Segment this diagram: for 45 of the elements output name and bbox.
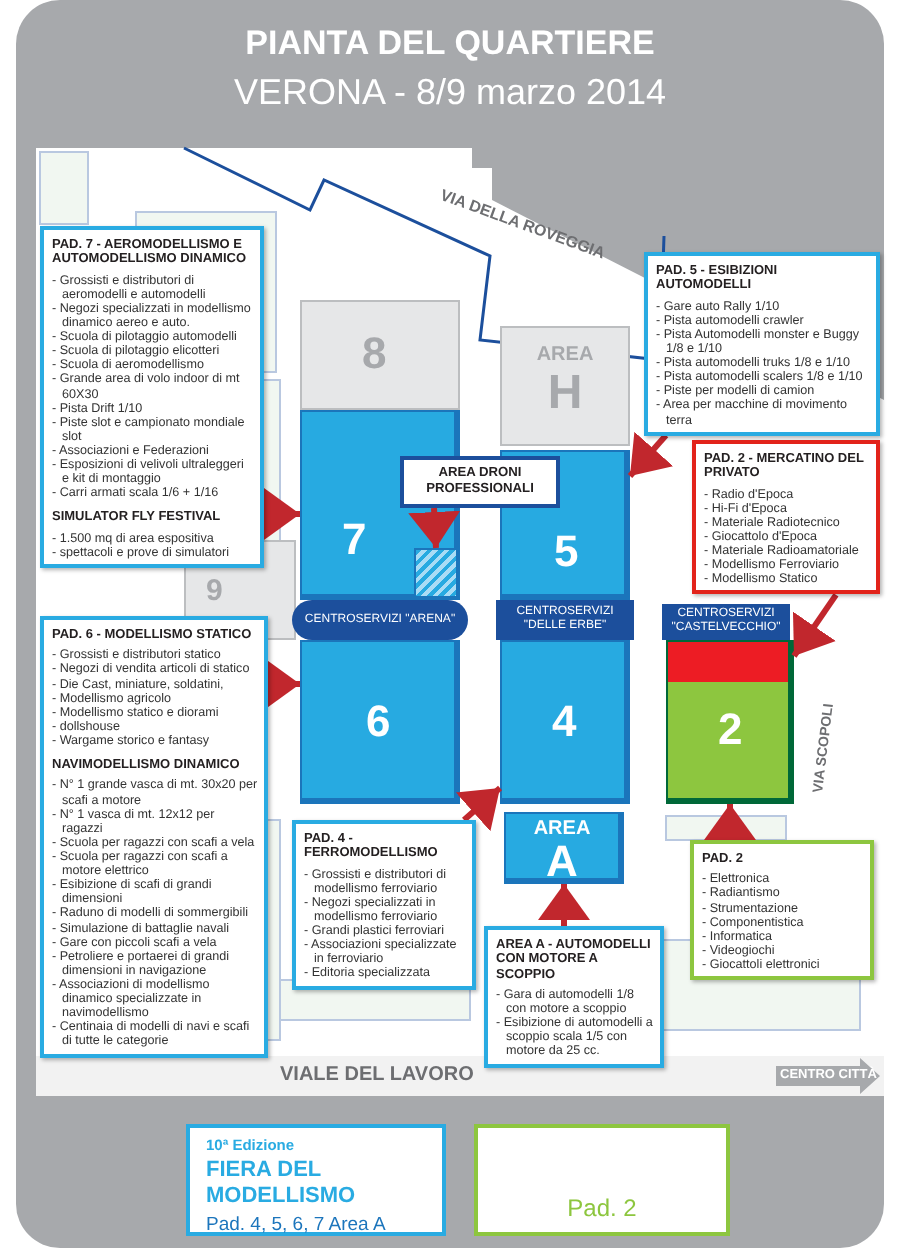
hall-number: 6	[366, 698, 391, 746]
hall-list: Pad. 2	[567, 1194, 637, 1222]
pointer-arrow	[627, 431, 674, 478]
callout-box	[40, 226, 264, 568]
hall-block	[300, 640, 460, 804]
pointer-arrow	[408, 507, 461, 549]
info-box	[186, 1124, 446, 1236]
pointer-arrow	[704, 804, 756, 840]
info-box	[474, 1124, 730, 1236]
area-block	[500, 326, 630, 446]
callout-box	[484, 926, 664, 1068]
hall-number: 9	[206, 574, 223, 608]
pointer-arrow	[455, 785, 502, 832]
subtitle: VERONA - 8/9 marzo 2014	[231, 72, 669, 114]
hall-number: 7	[342, 516, 367, 564]
area-letter: H	[545, 368, 585, 420]
service-band	[292, 600, 468, 640]
hall-number: 5	[554, 528, 579, 576]
callout-box	[644, 252, 880, 436]
hall-block	[666, 640, 794, 804]
hall-number: 8	[362, 330, 387, 378]
hall-number: 4	[552, 698, 577, 746]
street-name: VIALE DEL LAVORO	[280, 1064, 474, 1086]
service-band	[496, 600, 634, 640]
service-band	[662, 604, 790, 640]
event-name: FIERA DEL MODELLISMO	[206, 1158, 358, 1210]
hall-number: 2	[718, 706, 743, 754]
label-box	[400, 456, 560, 508]
pointer-arrow	[538, 884, 590, 926]
hall-list: Pad. 4, 5, 6, 7 Area A	[206, 1214, 426, 1236]
callout-box	[40, 616, 268, 1058]
pointer-arrow	[264, 658, 300, 710]
hatched-area	[414, 548, 458, 598]
callout-box	[292, 820, 476, 990]
callout-box	[692, 440, 880, 595]
area-label: AREA	[534, 344, 596, 368]
callout-box	[690, 840, 874, 981]
pointer-arrow	[791, 593, 839, 658]
hall-block	[300, 300, 460, 410]
title: PIANTA DEL QUARTIERE	[243, 24, 657, 64]
hall-block	[500, 640, 630, 804]
area-label: AREA	[531, 818, 593, 842]
area-block	[504, 812, 624, 884]
area-letter: A	[544, 842, 580, 882]
pointer-arrow	[264, 488, 300, 540]
